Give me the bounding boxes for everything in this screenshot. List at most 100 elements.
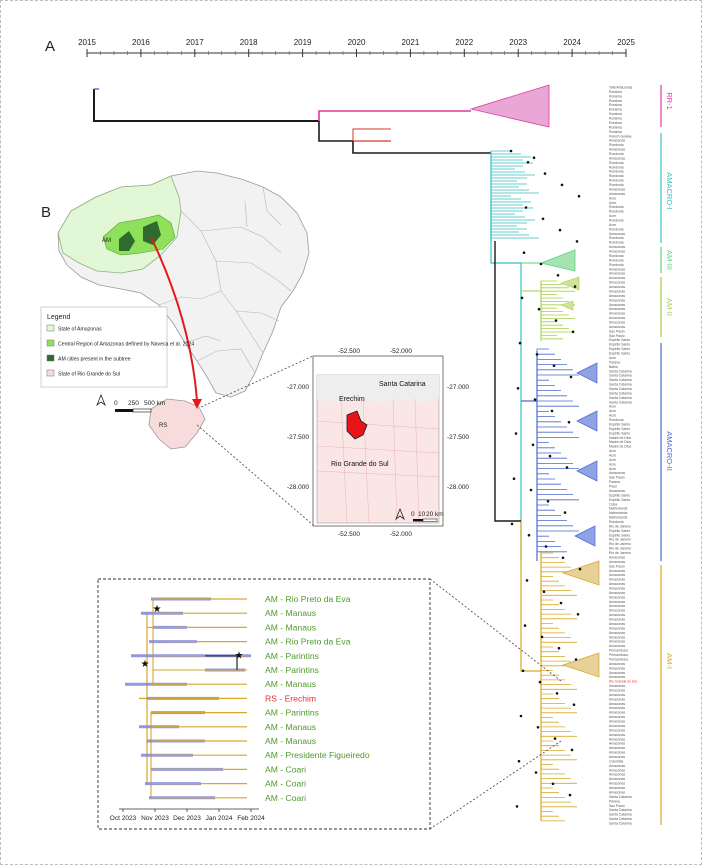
tip-label: Amazonas	[609, 613, 625, 617]
inset-tick-left: -27.000	[287, 384, 309, 391]
tree-branch	[541, 561, 559, 581]
tip-label: Espirito Santo	[609, 529, 630, 533]
tip-label: Rondonia	[609, 520, 624, 524]
tree-branch	[541, 561, 565, 586]
tip-label: Santa Catarina	[609, 396, 632, 400]
support-node	[530, 489, 533, 492]
legend-item-label: AM cities present in the subtree	[58, 357, 131, 363]
tip-label: Amazonas	[609, 702, 625, 706]
tree-branch	[537, 401, 555, 479]
scale-end: 500 km	[144, 400, 165, 407]
tip-label: Roraima	[609, 90, 622, 94]
tree-branch	[541, 561, 571, 802]
support-node	[558, 647, 561, 650]
tree-branch	[537, 401, 555, 448]
c-tip-label: AM - Rio Preto da Eva	[265, 637, 351, 647]
year-label: 2025	[617, 38, 635, 47]
tip-label: Amazonas	[609, 267, 625, 271]
tip-label: Amazonas	[609, 618, 625, 622]
tree-branch	[537, 401, 567, 458]
panel-c-frame	[98, 579, 430, 829]
support-node	[569, 794, 572, 797]
tip-label: Rondonia	[609, 241, 624, 245]
tip-label: Amazonas	[609, 272, 625, 276]
year-label: 2016	[132, 38, 150, 47]
support-node	[516, 805, 519, 808]
tip-label: Amazonas	[609, 471, 625, 475]
tree-branch	[541, 561, 571, 567]
c-tip-label: AM - Coari	[265, 764, 306, 774]
tree-branch	[491, 151, 527, 184]
tree-branch	[541, 561, 565, 562]
support-node	[528, 534, 531, 537]
support-node	[577, 613, 580, 616]
support-node	[562, 557, 565, 560]
tree-branch	[541, 561, 559, 699]
tree-branch	[537, 401, 567, 489]
tree-branch	[491, 151, 511, 196]
year-label: 2020	[348, 38, 366, 47]
tip-label: Amazonas	[609, 688, 625, 692]
tree-branch	[537, 401, 555, 417]
tip-label: Amazonas	[609, 156, 625, 160]
tip-label: Amazonas	[609, 711, 625, 715]
tip-label: Amazonas	[609, 604, 625, 608]
amacro2-collapsed	[577, 461, 597, 481]
legend-swatch	[47, 325, 54, 331]
tree-branch	[537, 401, 567, 521]
tip-label: Amazonas	[609, 303, 625, 307]
support-node	[549, 455, 552, 458]
support-node	[556, 692, 559, 695]
tip-label: Amazonas	[609, 312, 625, 316]
tip-label: Roraima	[609, 130, 622, 134]
tip-label: Tefe/Amazonas	[609, 86, 633, 90]
tip-label: Acre	[609, 223, 616, 227]
support-node	[515, 432, 518, 435]
year-label: 2023	[509, 38, 527, 47]
tip-label: Espirito Santo	[609, 343, 630, 347]
tip-label: Amazonas	[609, 764, 625, 768]
tip-label: Parana	[609, 480, 620, 484]
support-node	[579, 568, 582, 571]
support-node	[559, 229, 562, 232]
tip-label: Espirito Santo	[609, 352, 630, 356]
tip-label: Roraima	[609, 121, 622, 125]
tip-label: Rio de Janeiro	[609, 547, 631, 551]
tip-label: Amazonas	[609, 782, 625, 786]
support-node	[551, 410, 554, 413]
tip-label: Amazonas	[609, 289, 625, 293]
inset-tick-top: -52.000	[390, 348, 412, 355]
tree-branch	[541, 561, 565, 680]
tip-label: Amazonas	[609, 232, 625, 236]
tip-label: Acre	[609, 462, 616, 466]
tree-branch	[541, 561, 577, 807]
tip-label: Rondonia	[609, 258, 624, 262]
legend-item-label: Central Region of Amazonas defined by Na…	[58, 342, 194, 348]
support-node	[571, 749, 574, 752]
tree-branch	[541, 561, 559, 675]
tip-label: Sao Paulo	[609, 564, 625, 568]
support-node	[544, 172, 547, 175]
year-label: 2021	[402, 38, 420, 47]
tip-label: Pernambuco	[609, 657, 628, 661]
support-node	[540, 263, 543, 266]
tree-branch	[537, 401, 567, 552]
amacro2-collapsed	[577, 363, 597, 383]
c-tip-label: AM - Manaus	[265, 736, 316, 746]
tree-branch	[541, 561, 571, 732]
support-node	[539, 681, 542, 684]
tip-label: Espirito Santo	[609, 493, 630, 497]
root-branch	[94, 89, 319, 121]
tip-label: Acre	[609, 201, 616, 205]
support-node	[541, 636, 544, 639]
inset-tick-bottom: -52.000	[390, 531, 412, 538]
tip-label: Netherlands	[609, 516, 628, 520]
support-node	[555, 319, 558, 322]
support-node	[521, 297, 524, 300]
tip-label: Amazonas	[609, 555, 625, 559]
tree-branch	[541, 291, 569, 301]
legend-swatch	[47, 340, 54, 346]
legend-swatch	[47, 370, 54, 376]
